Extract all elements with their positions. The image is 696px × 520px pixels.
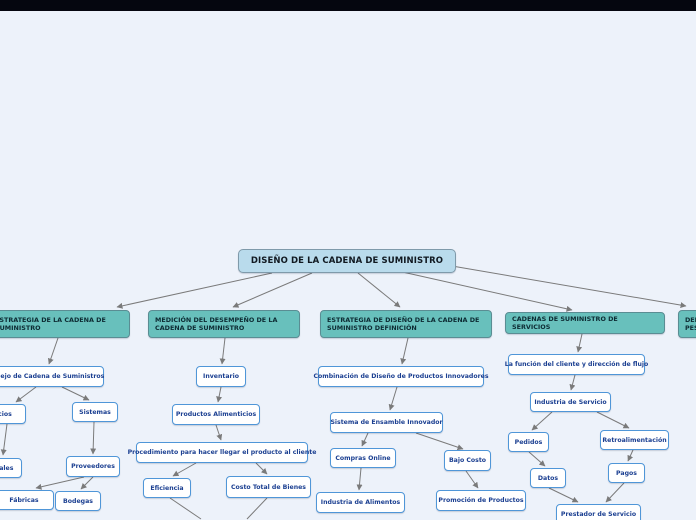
connector bbox=[388, 386, 398, 411]
node-eficiencia[interactable]: Eficiencia bbox=[143, 478, 191, 498]
node-manejo-cadena[interactable]: Manejo de Cadena de Suministros bbox=[0, 366, 104, 387]
connector bbox=[569, 374, 576, 391]
node-retroalimentacion[interactable]: Retroalimentación bbox=[600, 430, 669, 450]
connector bbox=[246, 497, 268, 520]
node-materiales[interactable]: Materiales bbox=[0, 458, 22, 478]
connector bbox=[215, 424, 223, 441]
connector bbox=[47, 337, 59, 365]
node-sistema-ensamble-innovador[interactable]: Sistema de Ensamble Innovador bbox=[330, 412, 443, 433]
connector bbox=[0, 423, 8, 456]
connector bbox=[216, 386, 223, 403]
connector bbox=[357, 272, 401, 308]
connector bbox=[605, 482, 625, 503]
connector bbox=[116, 272, 273, 309]
connector bbox=[169, 497, 202, 520]
connector bbox=[232, 272, 313, 308]
node-branch-medicion-desempeno[interactable]: MEDICIÓN DEL DESEMPEÑO DE LA CADENA DE S… bbox=[148, 310, 300, 338]
connector bbox=[576, 333, 583, 353]
node-combinacion-diseno-innovadores[interactable]: Combinación de Diseño de Productos Innov… bbox=[313, 366, 489, 387]
connector bbox=[531, 411, 553, 431]
connector bbox=[451, 265, 687, 309]
node-branch-cutoff-right[interactable]: DEN PES bbox=[678, 310, 696, 338]
connector bbox=[90, 421, 97, 455]
connector bbox=[465, 470, 479, 489]
connector bbox=[255, 462, 268, 475]
node-root[interactable]: DISEÑO DE LA CADENA DE SUMINISTRO bbox=[238, 249, 456, 273]
node-costo-total-bienes[interactable]: Costo Total de Bienes bbox=[226, 476, 311, 498]
node-inventario[interactable]: Inventario bbox=[196, 366, 246, 387]
node-procedimiento-producto-cliente[interactable]: Procedimiento para hacer llegar el produ… bbox=[128, 442, 316, 463]
connector bbox=[415, 432, 464, 451]
node-prestador-servicio[interactable]: Prestador de Servicio bbox=[556, 504, 641, 520]
node-fabricas[interactable]: Fábricas bbox=[0, 490, 54, 510]
node-proveedores[interactable]: Proveedores bbox=[66, 456, 120, 477]
connector bbox=[80, 476, 94, 490]
connector bbox=[172, 462, 197, 477]
node-productos-alimenticios[interactable]: Productos Alimenticios bbox=[172, 404, 260, 425]
node-branch-estrategia-cadena[interactable]: ESTRATEGIA DE LA CADENA DE SUMINISTRO bbox=[0, 310, 130, 338]
top-bar bbox=[0, 0, 696, 11]
node-funcion-cliente-flujo[interactable]: La función del cliente y dirección de fl… bbox=[505, 354, 648, 375]
connector bbox=[361, 432, 369, 447]
node-branch-estrategia-diseno[interactable]: ESTRATEGIA DE DISEÑO DE LA CADENA DE SUM… bbox=[320, 310, 492, 338]
connector bbox=[35, 476, 85, 490]
node-servicios[interactable]: Servicios bbox=[0, 404, 26, 424]
connector bbox=[596, 411, 630, 429]
node-compras-online[interactable]: Compras Online bbox=[330, 448, 396, 468]
node-industria-alimentos[interactable]: Industria de Alimentos bbox=[316, 492, 405, 513]
node-promocion-productos[interactable]: Promoción de Productos bbox=[436, 490, 526, 511]
node-pagos[interactable]: Pagos bbox=[608, 463, 645, 483]
connector bbox=[15, 386, 37, 403]
node-bodegas[interactable]: Bodegas bbox=[55, 491, 101, 511]
node-sistemas[interactable]: Sistemas bbox=[72, 402, 118, 422]
connector bbox=[397, 270, 573, 312]
node-industria-servicio[interactable]: Industria de Servicio bbox=[530, 392, 611, 412]
node-bajo-costo[interactable]: Bajo Costo bbox=[444, 450, 491, 471]
connector bbox=[400, 337, 409, 365]
connector bbox=[219, 337, 226, 365]
node-pedidos[interactable]: Pedidos bbox=[508, 432, 549, 452]
node-branch-cadenas-servicios[interactable]: CADENAS DE SUMINISTRO DE SERVICIOS bbox=[505, 312, 665, 334]
connector bbox=[528, 451, 546, 467]
connector bbox=[356, 467, 363, 491]
connector bbox=[61, 386, 90, 401]
connector bbox=[627, 449, 634, 462]
node-datos[interactable]: Datos bbox=[530, 468, 566, 488]
connector bbox=[548, 487, 579, 503]
